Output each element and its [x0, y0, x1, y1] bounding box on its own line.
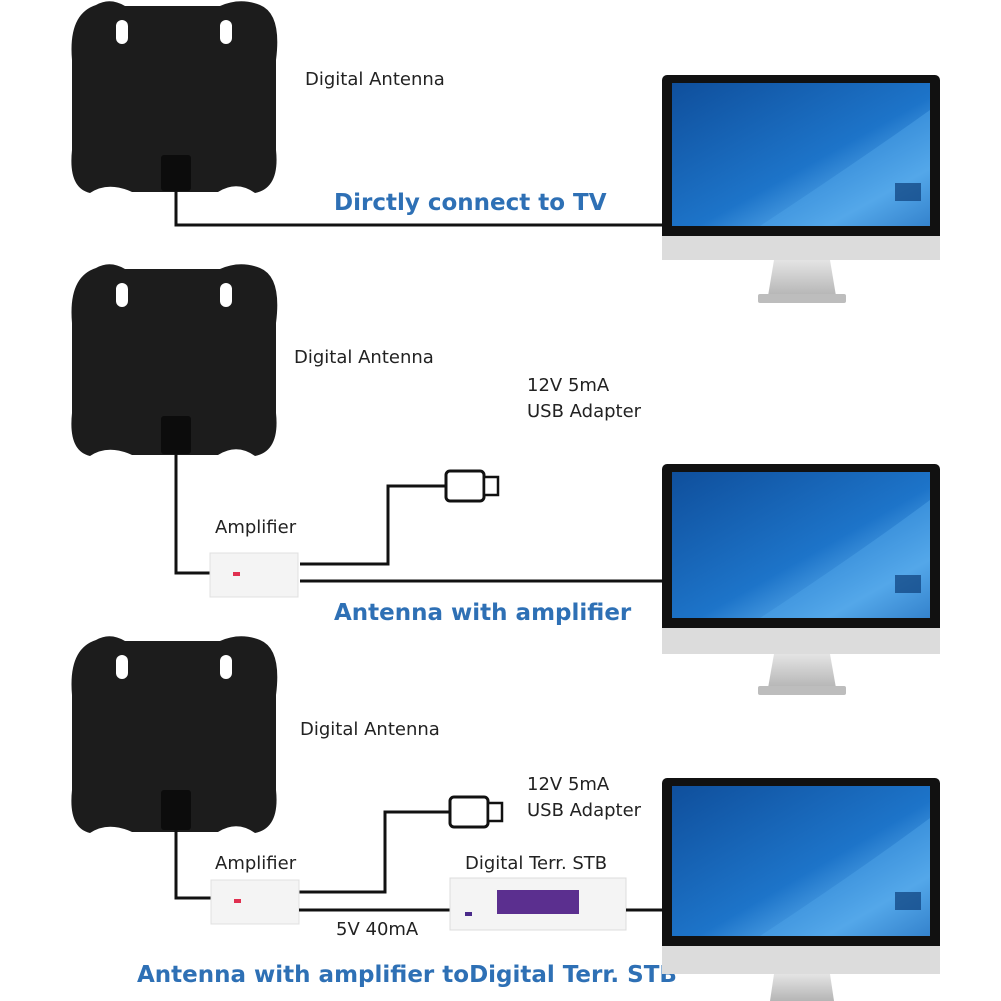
flat-antenna-icon — [71, 636, 278, 833]
adapter-line2: USB Adapter — [527, 800, 642, 821]
coax-cable — [174, 830, 211, 900]
adapter-line2: USB Adapter — [527, 401, 642, 422]
amplifier-label: Amplifier — [215, 853, 297, 874]
coax-cable — [174, 454, 210, 575]
caption-amplifier: Antenna with amplifier — [334, 600, 632, 626]
stb-label: Digital Terr. STB — [465, 853, 607, 874]
amplifier-label: Amplifier — [215, 517, 297, 538]
panel-amplifier: Digital Antenna 12V 5mA USB Adapter Ampl… — [71, 264, 940, 695]
usb-power-cable — [300, 484, 446, 566]
antenna-label: Digital Antenna — [294, 347, 434, 368]
panel-direct: Digital Antenna Dirctly connect to TV — [71, 1, 940, 303]
caption-direct: Dirctly connect to TV — [334, 190, 607, 216]
usb-power-cable — [299, 810, 450, 894]
usb-plug-icon — [448, 795, 504, 829]
monitor-icon — [662, 75, 940, 303]
caption-stb: Antenna with amplifier toDigital Terr. S… — [137, 962, 677, 988]
antenna-label: Digital Antenna — [305, 69, 445, 90]
amplifier-box-icon — [210, 879, 300, 925]
adapter-line1: 12V 5mA — [527, 375, 610, 396]
flat-antenna-icon — [71, 1, 278, 194]
usb-plug-icon — [444, 469, 500, 503]
set-top-box-icon — [449, 877, 627, 931]
adapter-line1: 12V 5mA — [527, 774, 610, 795]
coax-cable — [174, 191, 664, 227]
monitor-icon — [662, 778, 940, 1001]
flat-antenna-icon — [71, 264, 278, 456]
monitor-icon — [662, 464, 940, 695]
amplifier-box-icon — [209, 552, 299, 598]
power-label: 5V 40mA — [336, 919, 419, 940]
antenna-label: Digital Antenna — [300, 719, 440, 740]
panel-stb: Digital Antenna 12V 5mA USB Adapter Ampl… — [71, 636, 940, 1001]
